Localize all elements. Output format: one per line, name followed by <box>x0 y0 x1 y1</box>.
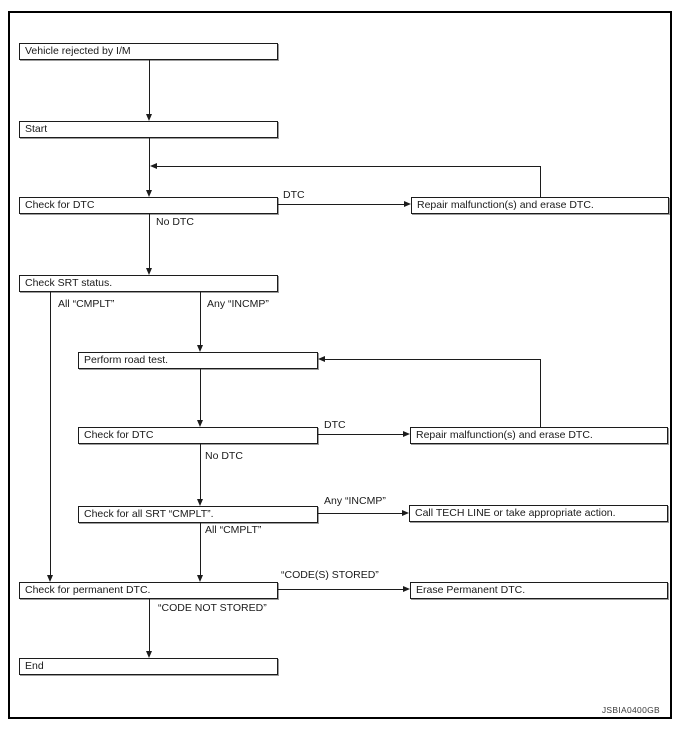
edge-label-all-cmplt-2: All “CMPLT” <box>204 524 263 536</box>
edge-repair2-feedback-vline <box>540 359 541 427</box>
edge-roadtest-to-checkdtc2-line <box>200 369 201 421</box>
node-check-for-dtc-2: Check for DTC <box>78 427 318 444</box>
arrowhead-permanent-to-erase <box>403 586 410 592</box>
node-repair-and-erase-dtc-2: Repair malfunction(s) and erase DTC. <box>410 427 668 444</box>
arrowhead-roadtest-to-checkdtc2 <box>197 420 203 427</box>
node-call-tech-line: Call TECH LINE or take appropriate actio… <box>409 505 668 522</box>
arrowhead-checkdtc2-to-repair2 <box>403 431 410 437</box>
node-repair-and-erase-dtc-1: Repair malfunction(s) and erase DTC. <box>411 197 669 214</box>
node-vehicle-rejected-by-im: Vehicle rejected by I/M <box>19 43 278 60</box>
node-erase-permanent-dtc: Erase Permanent DTC. <box>410 582 668 599</box>
arrowhead-checkdtc1-to-repair1 <box>404 201 411 207</box>
edge-label-all-cmplt-1: All “CMPLT” <box>57 298 116 310</box>
edge-permanent-to-end-line <box>149 599 150 651</box>
arrowhead-repair1-feedback <box>150 163 157 169</box>
edge-repair2-feedback-hline <box>325 359 541 360</box>
arrowhead-allsrt-to-techline <box>402 510 409 516</box>
edge-vehicle-to-start-line <box>149 60 150 115</box>
node-perform-road-test: Perform road test. <box>78 352 318 369</box>
arrowhead-checksrt-to-permanent <box>47 575 53 582</box>
edge-repair1-feedback-hline <box>157 166 541 167</box>
node-check-all-srt-cmplt: Check for all SRT “CMPLT”. <box>78 506 318 523</box>
edge-label-any-incmp-2: Any “INCMP” <box>323 495 387 507</box>
edge-checksrt-to-permanent-line <box>50 292 51 576</box>
edge-label-dtc-2: DTC <box>323 419 347 431</box>
node-check-for-dtc-1: Check for DTC <box>19 197 278 214</box>
edge-checkdtc1-to-checksrt-line <box>149 214 150 269</box>
edge-checksrt-to-roadtest-line <box>200 292 201 346</box>
arrowhead-checksrt-to-roadtest <box>197 345 203 352</box>
node-check-srt-status: Check SRT status. <box>19 275 278 292</box>
arrowhead-checkdtc2-to-allsrt <box>197 499 203 506</box>
edge-allsrt-to-techline-line <box>318 513 402 514</box>
edge-label-code-not-stored: “CODE NOT STORED” <box>157 602 268 614</box>
edge-allsrt-to-permanent-line <box>200 523 201 575</box>
arrowhead-vehicle-to-start <box>146 114 152 121</box>
edge-checkdtc1-to-repair1-line <box>278 204 404 205</box>
edge-label-dtc-1: DTC <box>282 189 306 201</box>
node-check-permanent-dtc: Check for permanent DTC. <box>19 582 278 599</box>
edge-checkdtc2-to-repair2-line <box>318 434 403 435</box>
edge-start-to-checkdtc1-line <box>149 138 150 191</box>
edge-label-any-incmp-1: Any “INCMP” <box>206 298 270 310</box>
arrowhead-permanent-to-end <box>146 651 152 658</box>
node-start: Start <box>19 121 278 138</box>
figure-code: JSBIA0400GB <box>601 705 660 715</box>
node-end: End <box>19 658 278 675</box>
edge-label-no-dtc-2: No DTC <box>204 450 244 462</box>
arrowhead-repair2-feedback <box>318 356 325 362</box>
edge-checkdtc2-to-allsrt-line <box>200 444 201 500</box>
edge-permanent-to-erase-line <box>278 589 403 590</box>
arrowhead-checkdtc1-to-checksrt <box>146 268 152 275</box>
edge-repair1-feedback-vline <box>540 166 541 197</box>
edge-label-no-dtc-1: No DTC <box>155 216 195 228</box>
arrowhead-allsrt-to-permanent <box>197 575 203 582</box>
arrowhead-start-to-checkdtc1 <box>146 190 152 197</box>
edge-label-codes-stored: “CODE(S) STORED” <box>280 569 380 581</box>
